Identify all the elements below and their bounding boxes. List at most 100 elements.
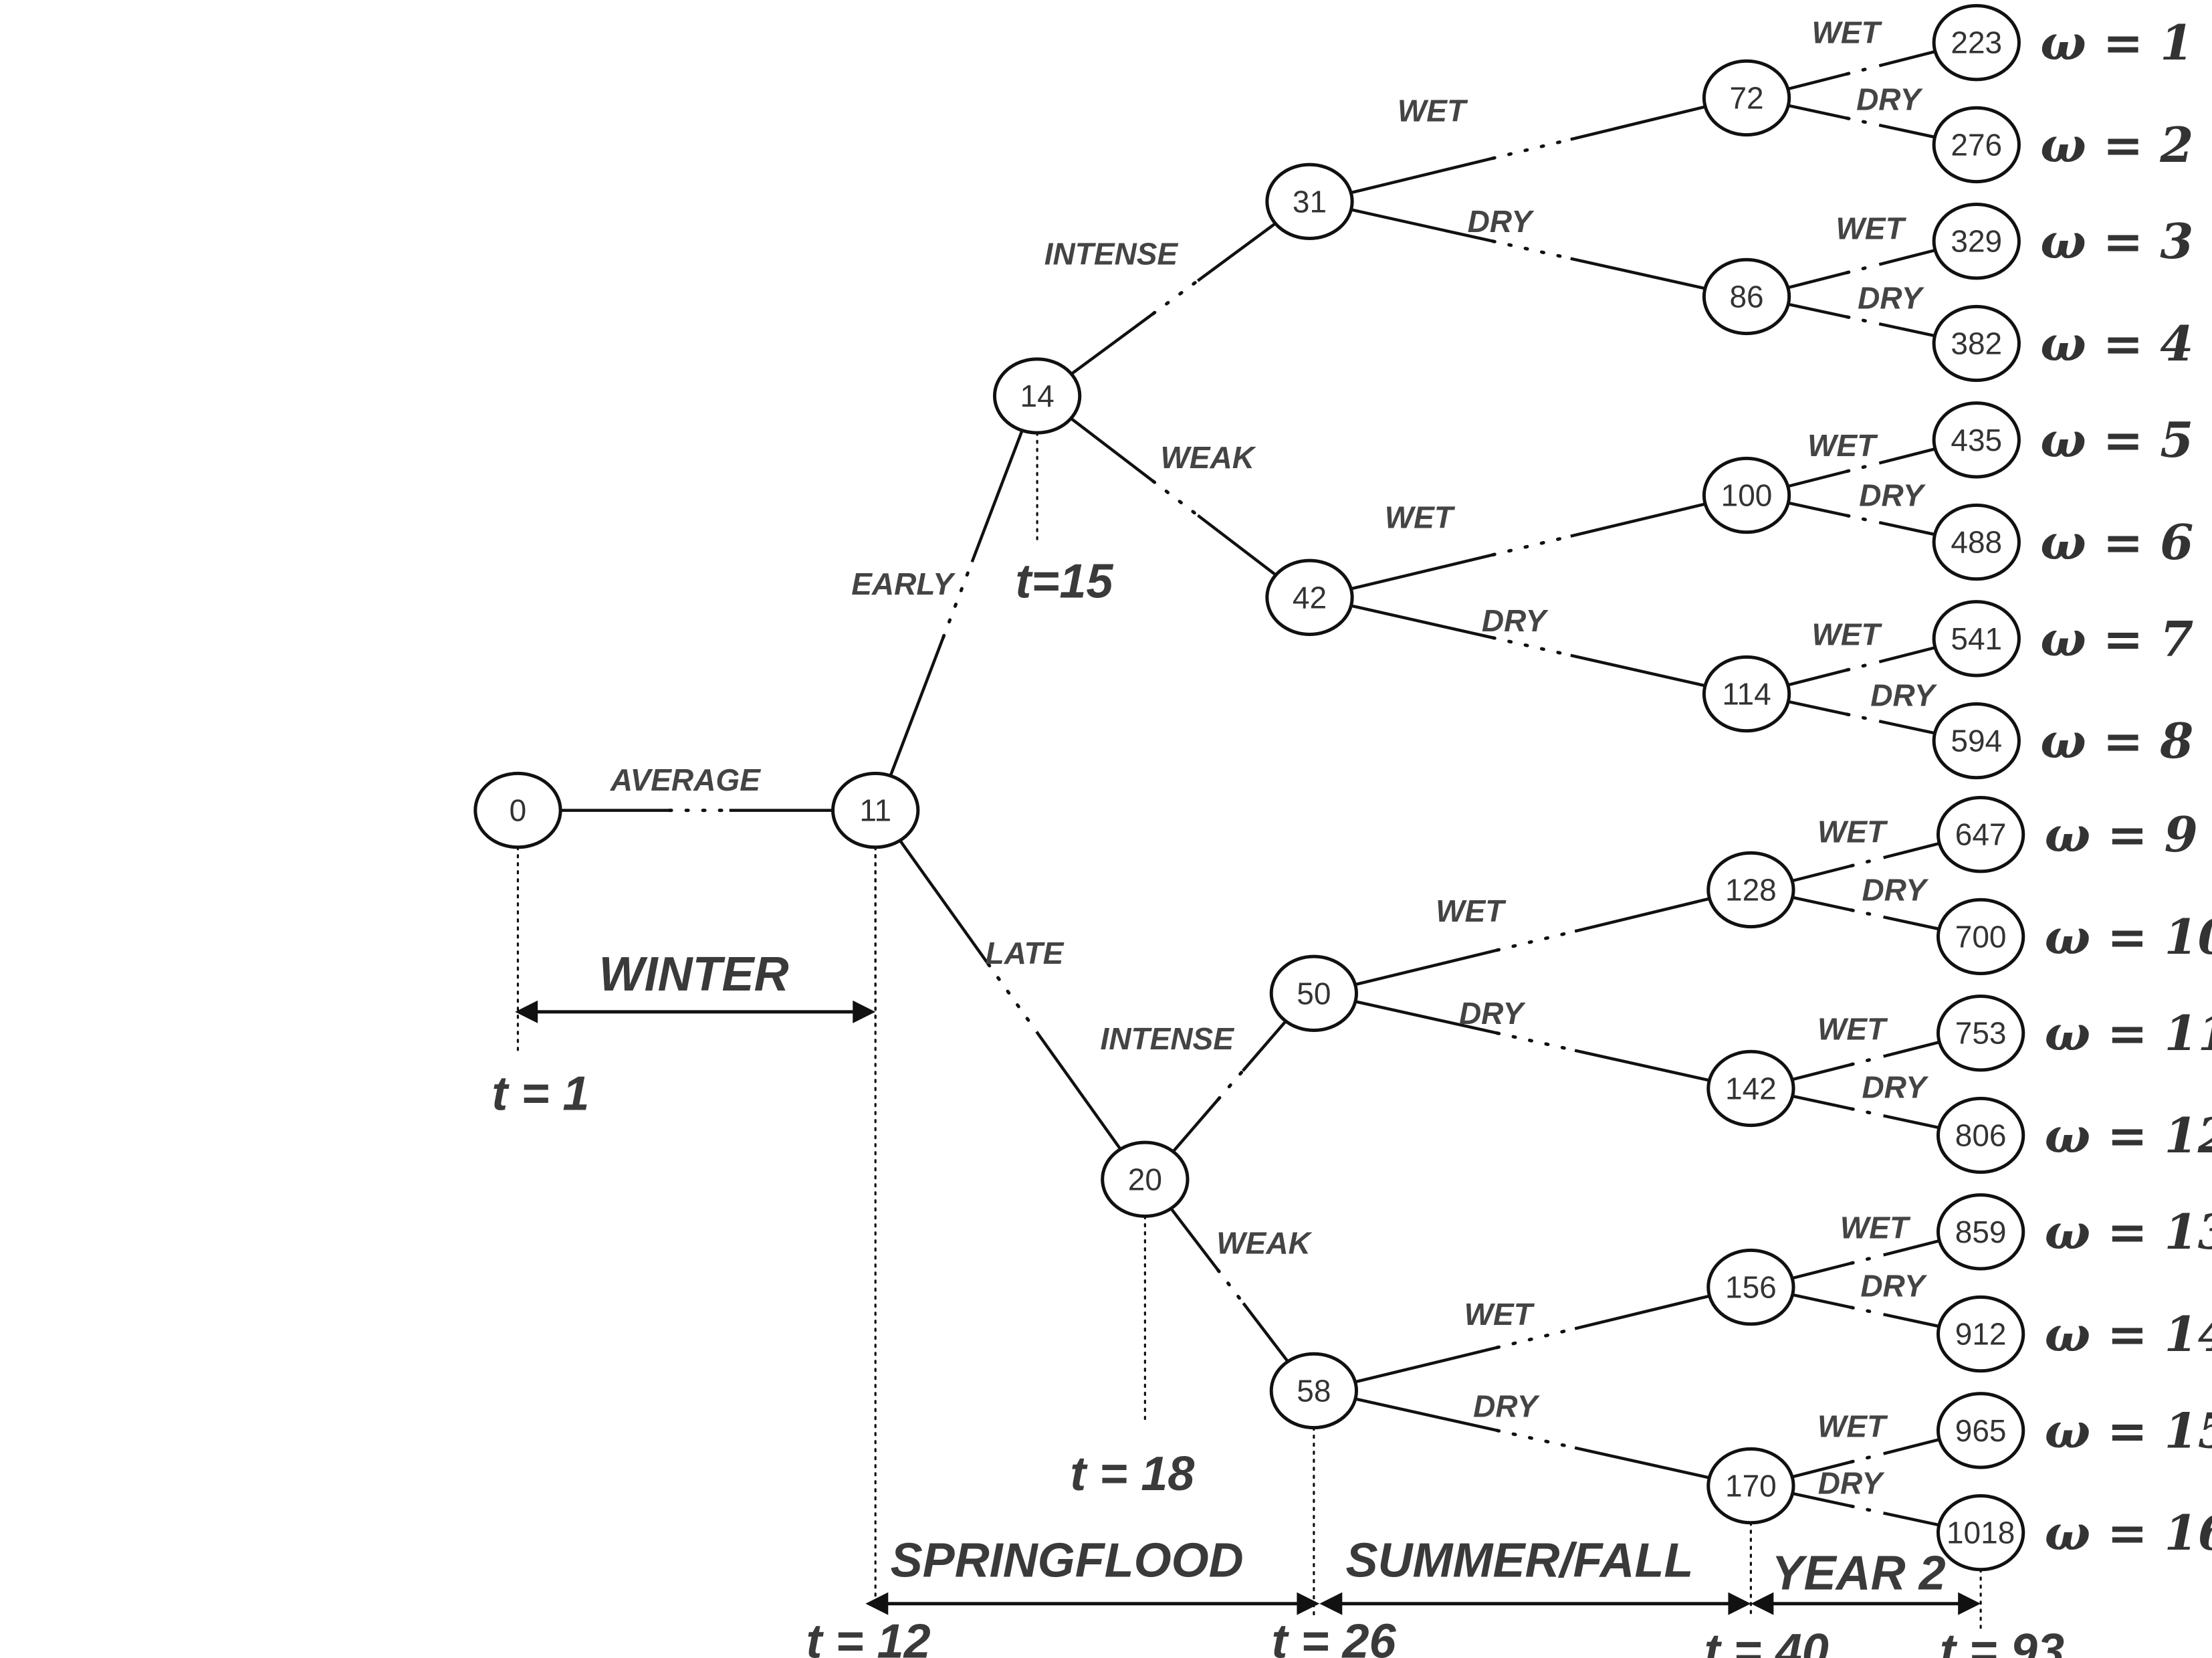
- node-circle: [1702, 456, 1791, 534]
- node-label: 31: [1293, 184, 1327, 219]
- scenario-label: ω = 8: [2040, 712, 2193, 769]
- tree-node: 128: [1706, 851, 1795, 929]
- edge-label: DRY: [1862, 872, 1930, 907]
- node-label: 72: [1729, 80, 1763, 115]
- node-circle: [1936, 1193, 2025, 1271]
- edge-label: DRY: [1858, 281, 1925, 316]
- edge-label: WET: [1840, 1210, 1911, 1245]
- scenario-label: ω = 16: [2045, 1504, 2212, 1561]
- season-label: SPRINGFLOOD: [891, 1534, 1244, 1587]
- edge-label: INTENSE: [1101, 1021, 1235, 1056]
- edge-label: DRY: [1870, 678, 1938, 713]
- node-circle: [1932, 106, 2021, 184]
- tree-node: 700: [1936, 898, 2025, 976]
- edge-label: WET: [1836, 211, 1907, 246]
- node-circle: [1265, 163, 1354, 240]
- node-circle: [1932, 401, 2021, 479]
- tree-edge: [1071, 222, 1277, 375]
- node-label: 128: [1725, 872, 1777, 907]
- tree-edge: [1787, 447, 1936, 488]
- tree-edge: [1791, 1040, 1940, 1081]
- node-circle: [1702, 59, 1791, 137]
- edge-label: WET: [1464, 1297, 1535, 1332]
- node-circle: [473, 771, 562, 849]
- node-label: 594: [1951, 724, 2002, 758]
- node-label: 142: [1725, 1071, 1777, 1106]
- tree-edge: [1351, 604, 1706, 688]
- edge-label: WET: [1817, 1011, 1888, 1046]
- node-label: 42: [1293, 580, 1327, 615]
- edge-label: WET: [1811, 15, 1882, 50]
- time-label: t = 12: [806, 1615, 931, 1658]
- node-label: 541: [1951, 621, 2002, 656]
- tree-edge: [1792, 896, 1940, 931]
- node-circle: [1936, 995, 2025, 1072]
- tree-edge: [1792, 1094, 1940, 1130]
- time-label: t = 26: [1271, 1615, 1396, 1658]
- tree-node: 1018: [1936, 1493, 2025, 1572]
- scenario-label: ω = 7: [2040, 610, 2193, 667]
- edge-label: DRY: [1856, 82, 1924, 116]
- tree-node: 50: [1269, 954, 1359, 1032]
- edge-label: LATE: [986, 936, 1065, 970]
- tree-edge: [1355, 1000, 1710, 1082]
- tree-node: 859: [1936, 1193, 2025, 1271]
- node-label: 488: [1951, 525, 2002, 560]
- node-circle: [1702, 655, 1791, 733]
- tree-node: 435: [1932, 401, 2021, 479]
- edge-label: EARLY: [851, 566, 956, 601]
- tree-node: 20: [1101, 1140, 1190, 1218]
- tree-edge: [1787, 501, 1935, 536]
- scenario-label: ω = 9: [2045, 806, 2198, 863]
- tree-node: 382: [1932, 304, 2021, 383]
- node-label: 647: [1955, 817, 2007, 852]
- node-label: 700: [1955, 919, 2007, 954]
- tree-edge: [1170, 1208, 1289, 1362]
- tree-edge: [1787, 646, 1936, 687]
- node-label: 329: [1951, 224, 2002, 259]
- tree-edge: [1787, 104, 1935, 139]
- edge-label: INTENSE: [1044, 237, 1179, 272]
- tree-edge: [1787, 302, 1935, 338]
- node-label: 965: [1955, 1413, 2007, 1448]
- node-label: 859: [1955, 1215, 2007, 1249]
- tree-node: 541: [1932, 600, 2021, 678]
- edge-label: DRY: [1860, 1268, 1928, 1303]
- edge-label: DRY: [1482, 603, 1549, 638]
- season-arrow: [865, 1592, 1320, 1615]
- node-circle: [831, 771, 920, 849]
- edge-label: DRY: [1862, 1069, 1930, 1104]
- tree-edge: [1355, 897, 1710, 987]
- tree-node: 86: [1702, 257, 1791, 336]
- edge-label: WET: [1817, 814, 1888, 849]
- tree-node: 647: [1936, 795, 2025, 873]
- node-label: 58: [1297, 1373, 1331, 1408]
- node-circle: [1101, 1140, 1190, 1218]
- tree-edge: [1792, 1293, 1940, 1328]
- node-circle: [1706, 1447, 1795, 1525]
- tree-node: 72: [1702, 59, 1791, 137]
- scenario-label: ω = 3: [2040, 213, 2193, 270]
- season-label: WINTER: [599, 948, 789, 1001]
- tree-node: 0: [473, 771, 562, 849]
- edge-label: DRY: [1818, 1465, 1886, 1500]
- node-label: 86: [1729, 279, 1763, 314]
- node-circle: [1269, 954, 1359, 1032]
- node-label: 100: [1721, 478, 1773, 513]
- tree-node: 329: [1932, 203, 2021, 280]
- node-circle: [992, 357, 1082, 435]
- season-arrow: [1319, 1592, 1751, 1615]
- tree-edge: [1791, 1438, 1940, 1479]
- tree-edge: [1350, 502, 1706, 591]
- tree-node: 58: [1269, 1352, 1359, 1430]
- node-label: 14: [1020, 379, 1055, 413]
- season-arrow: [1751, 1592, 1981, 1615]
- tree-edge: [1791, 1239, 1940, 1280]
- node-label: 435: [1951, 423, 2002, 457]
- edge-label: WEAK: [1216, 1226, 1312, 1261]
- tree-node: 753: [1936, 995, 2025, 1072]
- tree-edge: [1355, 1294, 1710, 1384]
- node-label: 156: [1725, 1270, 1777, 1305]
- time-guide-lines: [516, 431, 1982, 1633]
- node-label: 223: [1951, 25, 2002, 60]
